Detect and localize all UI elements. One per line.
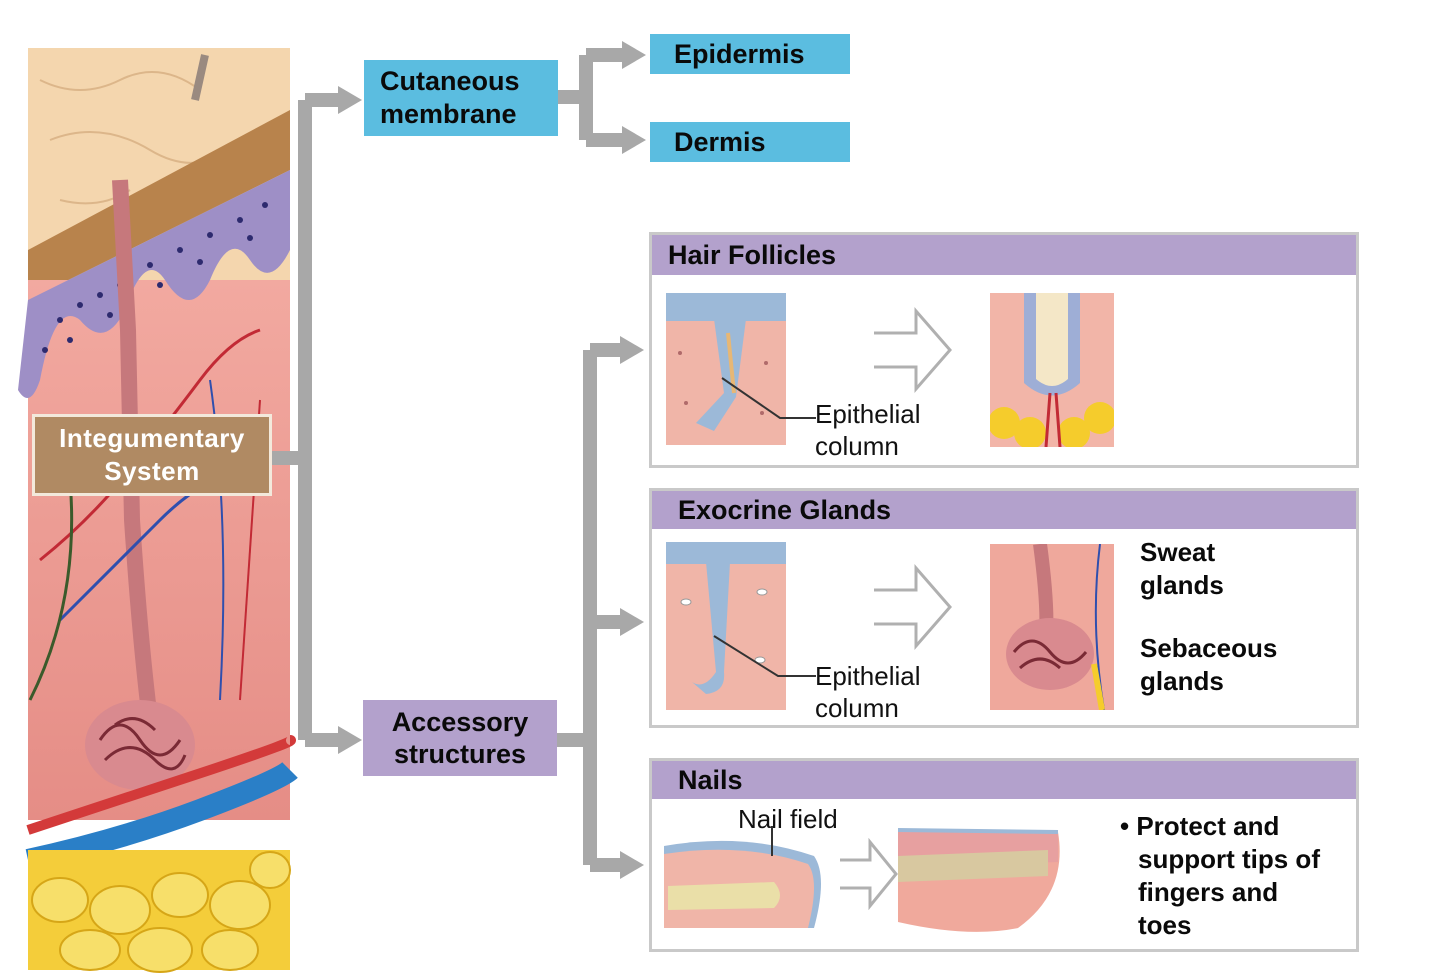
nail-field-image <box>664 840 821 928</box>
accessory-structures-box: Accessory structures <box>363 700 557 776</box>
stratum-corneum <box>28 110 290 300</box>
sweat-glands-label: Sweat glands <box>1140 537 1224 600</box>
nails-function-note: • Protect and support tips of fingers an… <box>1120 811 1320 940</box>
coiled-gland <box>85 700 195 790</box>
hair-follicle-mature-image <box>990 293 1114 447</box>
hair-follicles-callout: Epithelial column <box>815 399 921 461</box>
epithelial-column-leader-1 <box>721 377 816 419</box>
transition-arrow-icon <box>874 306 952 394</box>
nail-field-label: Nail field <box>738 804 838 834</box>
cutaneous-membrane-box: Cutaneous membrane <box>364 60 558 136</box>
transition-arrow-icon <box>840 838 898 910</box>
exocrine-glands-callout: Epithelial column <box>815 661 921 723</box>
hair-follicle-early-image <box>666 293 786 445</box>
exocrine-glands-title: Exocrine Glands <box>652 491 1356 529</box>
exocrine-gland-mature-image <box>990 544 1114 710</box>
fingertip-nail-image <box>898 828 1060 932</box>
epidermis-box: Epidermis <box>650 34 850 74</box>
nails-title: Nails <box>652 761 1356 799</box>
dermis-box: Dermis <box>650 122 850 162</box>
epithelial-column-leader-2 <box>713 635 816 677</box>
transition-arrow-icon <box>874 563 952 651</box>
exocrine-gland-early-image <box>666 542 786 710</box>
hair-follicles-title: Hair Follicles <box>652 235 1356 275</box>
nail-field-leader <box>771 826 773 856</box>
epidermis-layer <box>18 170 290 398</box>
sebaceous-glands-label: Sebaceous glands <box>1140 633 1278 696</box>
integumentary-system-box: Integumentary System <box>32 414 272 496</box>
